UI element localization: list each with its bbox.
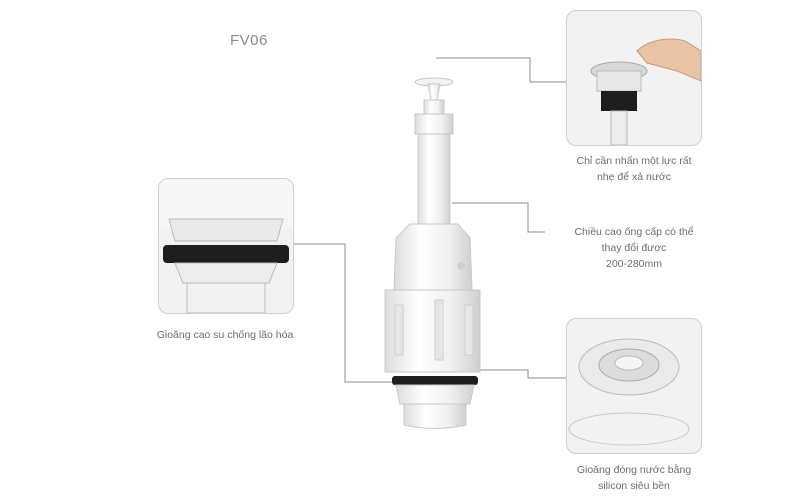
silicone-gasket-caption: Gioăng đóng nước bằng silicon siêu bền — [548, 462, 720, 494]
push-button-detail-image — [566, 10, 702, 146]
height-caption-line2: thay đổi được — [601, 242, 667, 254]
leader-line-silicone-gasket — [475, 369, 566, 379]
leader-line-push-button — [436, 57, 566, 83]
leader-line-rubber-gasket — [293, 243, 392, 383]
model-label: FV06 — [230, 32, 268, 49]
rubber-gasket-caption: Gioăng cao su chống lão hóa — [128, 327, 322, 343]
push-button-caption-line1: Chỉ cần nhấn một lực rất — [576, 155, 692, 167]
rubber-gasket-detail-image — [158, 178, 294, 314]
push-button-caption-line2: nhẹ để xả nước — [596, 171, 672, 183]
leader-line-height — [452, 202, 545, 233]
silicone-gasket-caption-line1: Gioăng đóng nước bằng — [576, 464, 692, 476]
height-caption-line1: Chiều cao ống cấp có thể — [574, 226, 694, 238]
height-caption: Chiều cao ống cấp có thể thay đổi được 2… — [548, 224, 720, 272]
silicone-gasket-detail-image — [566, 318, 702, 454]
rubber-gasket-caption-line1: Gioăng cao su chống lão hóa — [156, 329, 294, 341]
silicone-gasket-caption-line2: silicon siêu bền — [598, 480, 670, 492]
height-caption-line3: 200-280mm — [605, 258, 663, 270]
push-button-caption: Chỉ cần nhấn một lực rất nhẹ để xả nước — [548, 153, 720, 185]
